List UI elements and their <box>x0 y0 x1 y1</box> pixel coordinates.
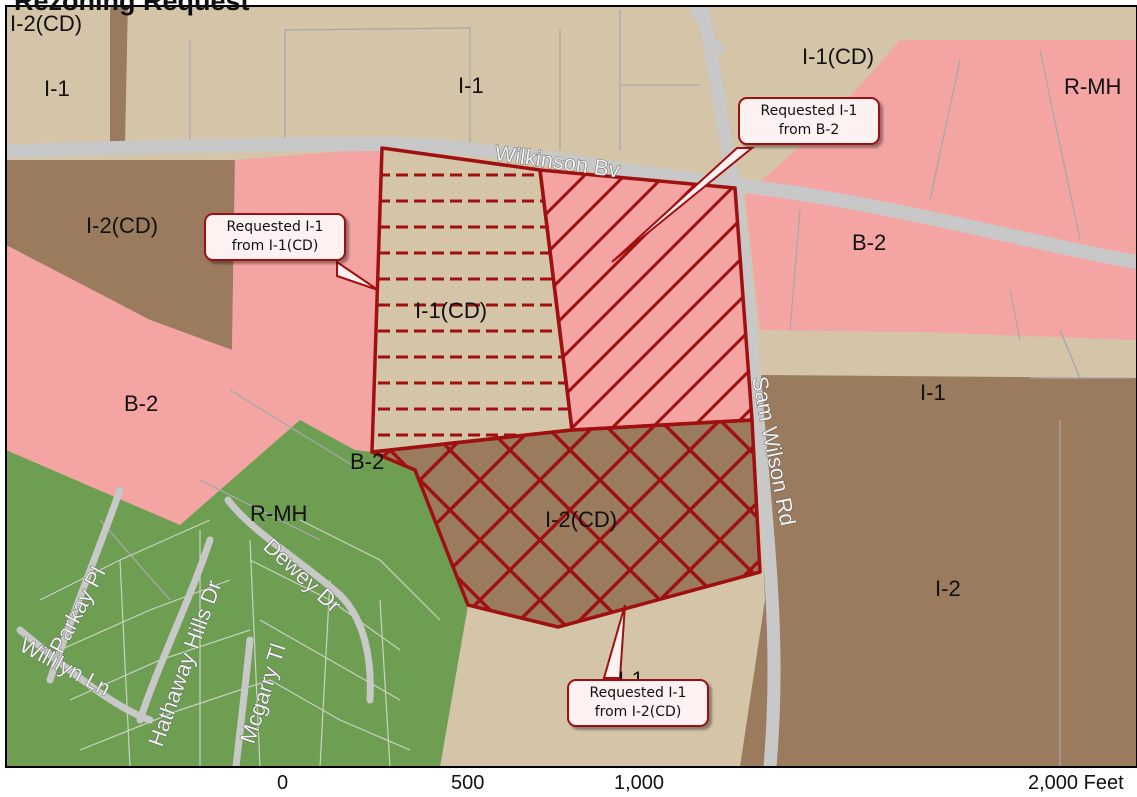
callout-line: from I-1(CD) <box>231 238 319 254</box>
zone-label: I-1(CD) <box>802 44 874 69</box>
zone-label: I-2(CD) <box>86 213 158 238</box>
scale-label-2000: 2,000 Feet <box>1028 772 1124 794</box>
callout-line: Requested I-1 <box>226 219 324 235</box>
zone-label: R-MH <box>1064 74 1121 99</box>
roads <box>6 6 1137 767</box>
zone-i2-right <box>740 375 1137 767</box>
zone-label: I-2(CD) <box>10 11 82 36</box>
callout-leaders <box>336 147 755 679</box>
scale-label-0: 0 <box>277 772 289 794</box>
zone-label: I-1 <box>920 380 946 405</box>
callout-line: Requested I-1 <box>589 685 687 701</box>
callout-line: from I-2(CD) <box>594 704 682 720</box>
zone-label: I-1 <box>458 73 484 98</box>
zone-i2cd-strip <box>110 6 128 145</box>
callout-request-b2: Requested I-1 from B-2 <box>738 97 880 145</box>
zone-label: I-1 <box>44 76 70 101</box>
scale-label-1000: 1,000 <box>614 772 665 794</box>
callout-line: from B-2 <box>778 122 840 138</box>
map-frame <box>5 5 1137 768</box>
callout-request-i1cd: Requested I-1 from I-1(CD) <box>204 213 346 261</box>
request-outlines <box>370 146 762 629</box>
zone-label: B-2 <box>124 391 158 416</box>
zone-label: B-2 <box>350 449 384 474</box>
callout-request-i2cd: Requested I-1 from I-2(CD) <box>567 679 709 727</box>
zone-i2cd-left <box>6 160 235 350</box>
request-area-i1cd[interactable] <box>360 148 600 452</box>
zone-b2-left <box>6 245 300 525</box>
zone-label: I-2 <box>935 576 961 601</box>
zone-label: I-2(CD) <box>545 507 617 532</box>
zone-rmh <box>6 420 468 767</box>
scale-label-500: 500 <box>451 772 485 794</box>
zone-label: B-2 <box>852 230 886 255</box>
callout-line: Requested I-1 <box>760 103 858 119</box>
zone-label: I-1(CD) <box>415 298 487 323</box>
map-title: Rezoning Request <box>14 0 250 16</box>
zone-label: R-MH <box>250 501 307 526</box>
